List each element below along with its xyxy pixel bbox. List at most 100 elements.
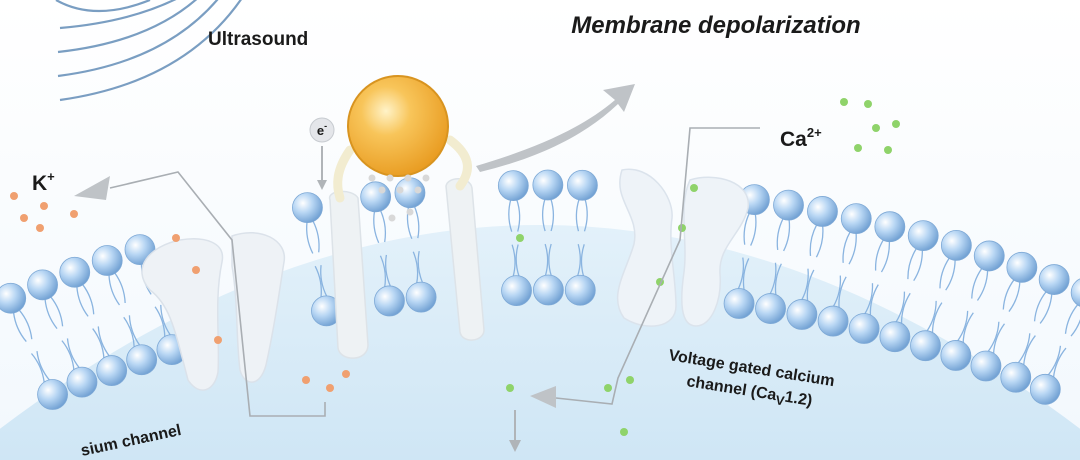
lipid-tail bbox=[92, 328, 105, 359]
lipid-tail bbox=[320, 265, 328, 297]
lipid-tail bbox=[907, 247, 918, 280]
lipid-tail bbox=[516, 199, 521, 232]
lipid-head bbox=[807, 196, 838, 227]
lipid-tail bbox=[511, 244, 516, 277]
calcium-ion-dot bbox=[884, 146, 892, 154]
calcium-ion-label: Ca2+ bbox=[780, 125, 822, 151]
lipid-tail bbox=[838, 276, 847, 309]
lipid-tail bbox=[314, 265, 322, 298]
lipid-head bbox=[1038, 264, 1070, 295]
lipid-tail bbox=[1033, 291, 1047, 322]
lipid-tail bbox=[750, 213, 757, 246]
calcium-ion-dot bbox=[690, 184, 698, 192]
ultrasound-waves-icon bbox=[55, 0, 242, 102]
lipid-tail bbox=[576, 244, 581, 277]
lipid-tail bbox=[548, 243, 552, 277]
lipid-tail bbox=[66, 338, 81, 369]
lipid-head bbox=[37, 379, 68, 410]
lipid-head bbox=[907, 220, 939, 252]
lipid-tail bbox=[939, 257, 950, 289]
mechanosensitive-channel bbox=[329, 178, 485, 359]
lipid-tail bbox=[801, 268, 809, 301]
potassium-ion-dot bbox=[10, 192, 18, 200]
lipid-tail bbox=[550, 198, 555, 232]
lipid-tail bbox=[848, 232, 857, 265]
lipid-tail bbox=[123, 316, 135, 348]
lipid-tail bbox=[580, 244, 585, 277]
potassium-ion-dot bbox=[172, 234, 180, 242]
lipid-head bbox=[66, 366, 98, 398]
lipid-tail bbox=[774, 263, 782, 296]
lipid-tail bbox=[1023, 335, 1036, 366]
ultrasound-label: Ultrasound bbox=[208, 29, 308, 50]
lipid-tail bbox=[783, 219, 791, 252]
potassium-ion-label: K+ bbox=[32, 169, 55, 195]
lipid-tail bbox=[1017, 333, 1031, 364]
lipid-heads bbox=[0, 169, 1080, 410]
lipid-tail bbox=[154, 306, 166, 338]
lipid-tail bbox=[976, 270, 989, 301]
lipid-tail bbox=[583, 199, 588, 232]
lipid-tail bbox=[806, 269, 815, 302]
lipid-head bbox=[973, 240, 1005, 272]
potassium-arrow-icon bbox=[74, 176, 110, 200]
calcium-ion-dot bbox=[854, 144, 862, 152]
sonosensitizer-particle bbox=[333, 75, 472, 222]
potassium-ion-dot bbox=[342, 370, 350, 378]
lipid-tail bbox=[379, 255, 387, 288]
lipid-head bbox=[405, 281, 437, 313]
calcium-channel bbox=[616, 168, 749, 327]
lipid-tail bbox=[962, 312, 974, 344]
lipid-head bbox=[940, 340, 972, 371]
calcium-ion-dot bbox=[872, 124, 880, 132]
lipid-tail bbox=[128, 315, 141, 346]
calcium-ion-dot bbox=[892, 120, 900, 128]
lipid-tail bbox=[1064, 303, 1079, 334]
lipid-head bbox=[1029, 373, 1061, 405]
lipid-head bbox=[817, 305, 849, 337]
lipid-head bbox=[0, 282, 27, 314]
lipid-tail bbox=[508, 199, 513, 232]
lipid-tail bbox=[12, 312, 27, 343]
lipid-tail bbox=[832, 275, 842, 308]
potassium-flow-path bbox=[109, 171, 326, 417]
lipid-tail bbox=[874, 239, 885, 271]
lipid-tail bbox=[312, 220, 320, 253]
lipid-tail bbox=[50, 296, 64, 327]
lipid-head bbox=[874, 211, 906, 243]
lipid-tail bbox=[379, 210, 387, 243]
calcium-ion-dot bbox=[604, 384, 612, 392]
lipid-tail bbox=[815, 225, 824, 258]
lipid-head bbox=[532, 169, 564, 201]
lipid-head bbox=[27, 269, 58, 301]
potassium-channel bbox=[141, 232, 286, 391]
lipid-tail bbox=[743, 212, 750, 245]
lipid-head bbox=[723, 288, 755, 319]
diagram-title: Membrane depolarization bbox=[571, 12, 860, 39]
potassium-ion-dot bbox=[40, 202, 48, 210]
calcium-flow-path bbox=[555, 127, 760, 405]
lipid-tail bbox=[956, 310, 969, 342]
calcium-arrow-icon bbox=[530, 386, 556, 408]
lipid-head bbox=[970, 350, 1002, 382]
lipid-tail bbox=[108, 274, 121, 306]
lipid-tail bbox=[880, 240, 891, 273]
potassium-ion-dot bbox=[70, 210, 78, 218]
lipid-head bbox=[564, 274, 596, 306]
lipid-tail bbox=[417, 250, 424, 284]
calcium-down-arrow-icon bbox=[509, 440, 521, 452]
calcium-ion-dot bbox=[516, 234, 524, 242]
lipid-head bbox=[879, 321, 911, 353]
lipid-tail bbox=[30, 353, 45, 383]
lipid-head bbox=[1000, 361, 1032, 393]
lipid-tail bbox=[575, 199, 580, 232]
lipid-head bbox=[773, 189, 804, 221]
lipid-head bbox=[940, 229, 972, 261]
lipid-tail bbox=[900, 292, 911, 325]
lipid-head bbox=[1006, 251, 1038, 283]
calcium-ion-dot bbox=[626, 376, 634, 384]
lipid-tail bbox=[931, 302, 943, 334]
lipid-tail bbox=[992, 323, 1006, 354]
lipid-tail bbox=[895, 291, 906, 323]
